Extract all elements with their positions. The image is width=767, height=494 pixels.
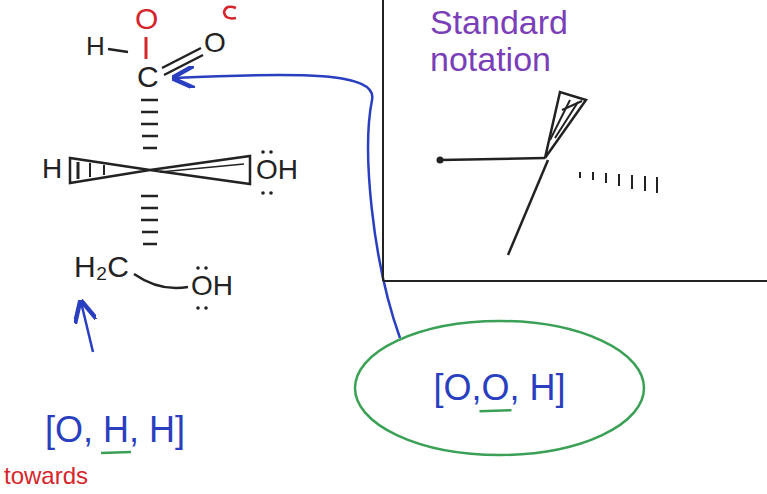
notation-sketch: [437, 92, 658, 255]
atom-label: OH: [256, 155, 298, 186]
bond-line: [134, 274, 188, 288]
panel-heading: Standard notation: [430, 4, 640, 79]
priority-list: [O, H, H]: [45, 410, 185, 450]
panel-border: [383, 280, 767, 282]
panel-border: [382, 0, 384, 281]
pointer-arrow: [174, 75, 400, 338]
atom-label: C: [137, 60, 159, 93]
bond-line: [145, 37, 148, 59]
underline-mark: [101, 452, 131, 453]
circled-group: [O,O, H]: [352, 318, 647, 458]
atom-label: OH: [191, 271, 233, 302]
bond-line: [108, 49, 128, 52]
wedge-bond: [70, 156, 250, 184]
note-text: towards: [4, 463, 88, 489]
pen-stroke: [224, 7, 236, 19]
underline-mark: [479, 410, 511, 411]
bond-line: [164, 55, 203, 75]
pointer-arrow: [81, 302, 93, 352]
atom-label: O: [204, 28, 226, 59]
group-text: [O,O, H]: [433, 368, 565, 408]
atom-label: O: [135, 2, 158, 35]
atom-label: H: [86, 32, 105, 61]
atom-label: H: [42, 154, 62, 185]
group-label: H₂C: [74, 250, 129, 283]
